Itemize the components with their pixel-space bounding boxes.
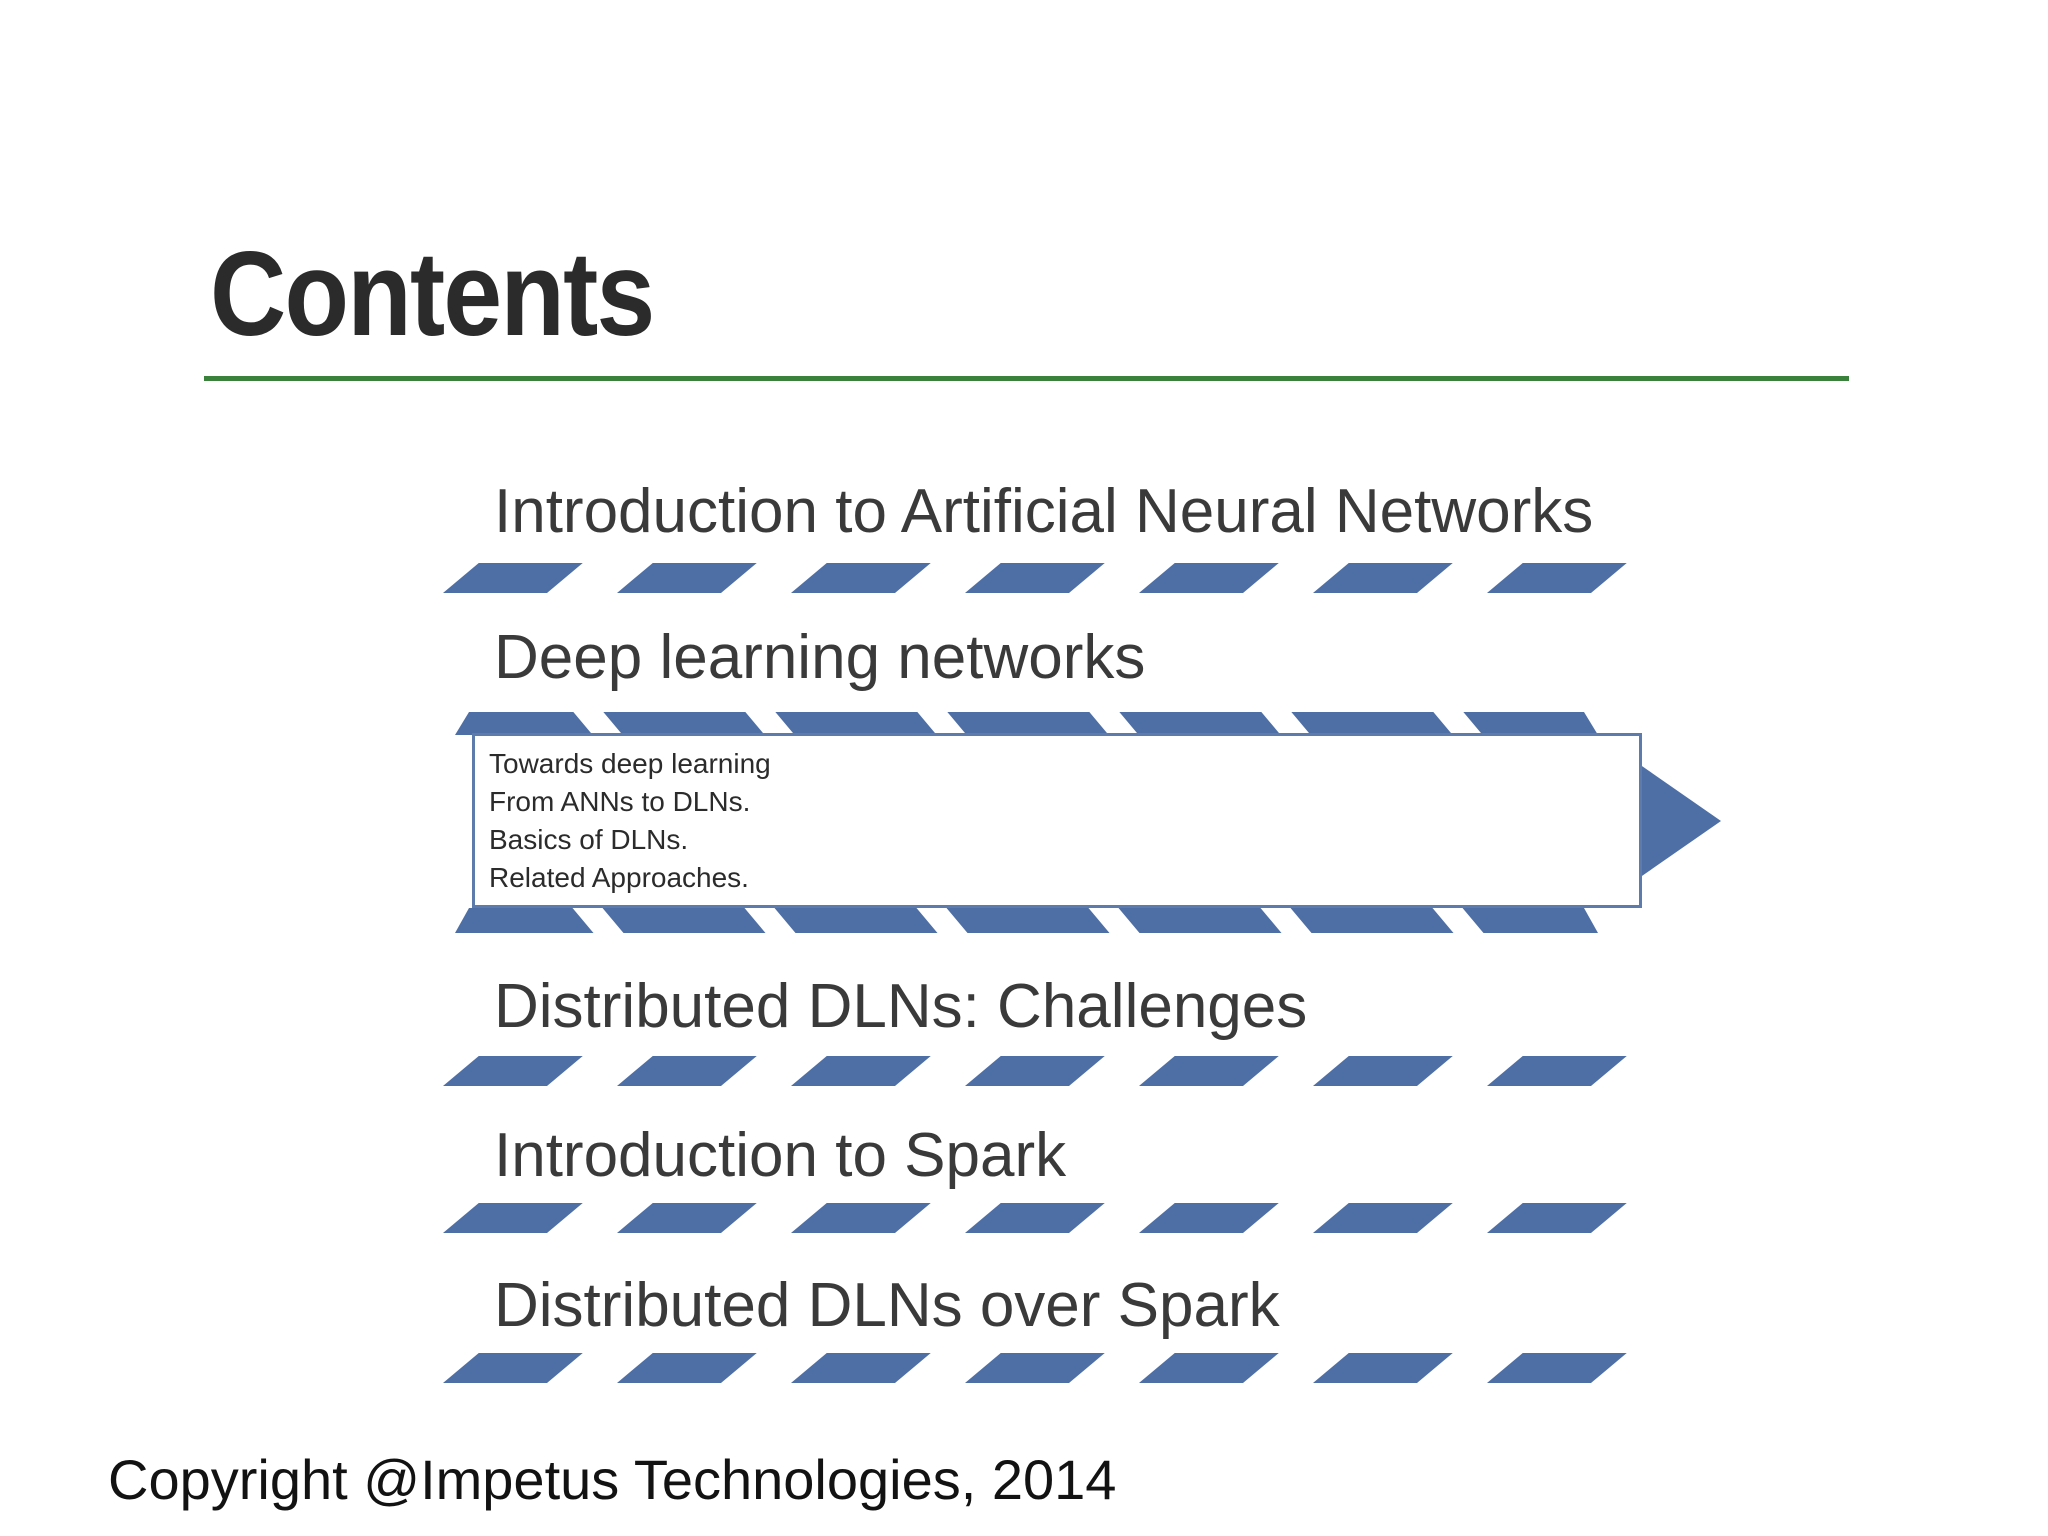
toc-item-dln-spark: Distributed DLNs over Spark: [494, 1271, 1280, 1340]
dash-segment: [1487, 1203, 1627, 1233]
dash-segment: [1313, 1056, 1453, 1086]
dash-segment: [443, 1203, 583, 1233]
arrowhead-icon: [1639, 764, 1721, 878]
band-stripe-gap: [1257, 908, 1315, 933]
dash-segment: [791, 1056, 931, 1086]
callout-line: Related Approaches.: [489, 862, 749, 893]
dashed-divider: [443, 1203, 1627, 1233]
dashed-divider: [443, 563, 1627, 593]
page-title: Contents: [210, 227, 655, 361]
dash-segment: [1487, 1353, 1627, 1383]
dash-segment: [617, 1353, 757, 1383]
band-stripe-gap: [1258, 712, 1314, 735]
dash-segment: [965, 563, 1105, 593]
band-stripe-gap: [1085, 908, 1143, 933]
dash-segment: [965, 1203, 1105, 1233]
band-stripe-gap: [741, 908, 799, 933]
callout-line: Towards deep learning: [489, 748, 771, 779]
dash-segment: [1313, 563, 1453, 593]
dash-segment: [791, 1353, 931, 1383]
band-stripe-gap: [569, 908, 627, 933]
dash-segment: [1139, 1353, 1279, 1383]
toc-item-ann: Introduction to Artificial Neural Networ…: [494, 477, 1594, 546]
dash-segment: [443, 1353, 583, 1383]
dash-segment: [617, 1056, 757, 1086]
dash-segment: [1139, 1203, 1279, 1233]
dash-segment: [965, 1353, 1105, 1383]
toc-item-challenges: Distributed DLNs: Challenges: [494, 972, 1308, 1041]
striped-arrow: Towards deep learning From ANNs to DLNs.…: [443, 712, 1743, 933]
dash-segment: [443, 1056, 583, 1086]
dash-segment: [617, 1203, 757, 1233]
callout-box: Towards deep learning From ANNs to DLNs.…: [472, 733, 1642, 908]
striped-band-top: [455, 712, 1598, 735]
band-stripe-gap: [1429, 908, 1487, 933]
dash-segment: [443, 563, 583, 593]
band-stripe-gap: [913, 908, 971, 933]
dash-segment: [965, 1056, 1105, 1086]
dash-segment: [1139, 1056, 1279, 1086]
dash-segment: [1487, 563, 1627, 593]
dash-segment: [1313, 1203, 1453, 1233]
dashed-divider: [443, 1353, 1627, 1383]
dash-segment: [791, 1203, 931, 1233]
callout-line: Basics of DLNs.: [489, 824, 689, 855]
band-stripe-gap: [1086, 712, 1142, 735]
toc-item-dln: Deep learning networks: [494, 623, 1146, 692]
band-stripe-gap: [914, 712, 970, 735]
striped-band-bottom: [455, 908, 1598, 933]
title-underline: [204, 376, 1849, 381]
dash-segment: [1313, 1353, 1453, 1383]
band-stripe-gap: [742, 712, 798, 735]
dashed-divider: [443, 1056, 1627, 1086]
band-stripe-gap: [1430, 712, 1486, 735]
dash-segment: [617, 563, 757, 593]
callout-line: From ANNs to DLNs.: [489, 786, 751, 817]
footer-copyright: Copyright @Impetus Technologies, 2014: [108, 1448, 1117, 1511]
band-stripe-gap: [570, 712, 626, 735]
toc-item-spark: Introduction to Spark: [494, 1121, 1067, 1190]
dash-segment: [1139, 563, 1279, 593]
dash-segment: [1487, 1056, 1627, 1086]
dash-segment: [791, 563, 931, 593]
